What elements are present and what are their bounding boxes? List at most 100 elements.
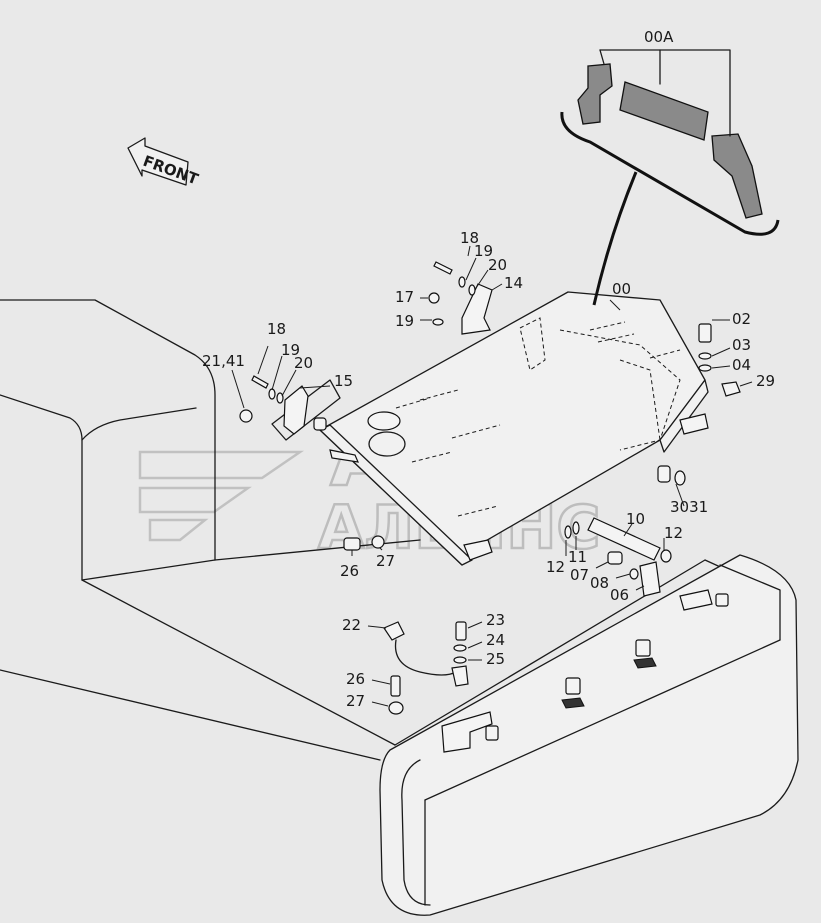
seal-foam-center (619, 81, 709, 141)
callout-18-upper: 18 (460, 229, 479, 247)
seal-bracket-left (599, 49, 605, 65)
callout-27-lower: 27 (346, 692, 365, 710)
callout-10: 10 (626, 510, 645, 528)
right-hardware (564, 323, 741, 597)
bracket-06 (639, 561, 661, 597)
counterweight-corner (719, 564, 781, 641)
deck-fittings (441, 589, 729, 753)
washer-03 (698, 352, 712, 360)
pin-11 (564, 525, 572, 539)
callout-11: 11 (568, 548, 587, 566)
callout-17: 17 (395, 288, 414, 306)
callout-29: 29 (756, 372, 775, 390)
callout-19-upper: 19 (474, 242, 493, 260)
callout-21-41: 21,41 (202, 352, 245, 370)
washer-27-lower (388, 701, 404, 715)
callout-12-right: 12 (664, 524, 683, 542)
louvre-3 (451, 424, 501, 439)
lanyard-22-end (383, 621, 405, 641)
louvre-5 (589, 321, 626, 331)
watermark-logo (138, 450, 305, 542)
callout-24: 24 (486, 631, 505, 649)
hinge-bracket-15 (283, 385, 309, 435)
callout-20-left: 20 (294, 354, 313, 372)
bolt-17 (428, 292, 440, 304)
deck-block-right (679, 589, 713, 611)
callout-20-upper: 20 (488, 256, 507, 274)
stopper-29 (721, 381, 741, 397)
washer-20-left (276, 392, 284, 404)
callout-22: 22 (342, 616, 361, 634)
hood-handle-left (329, 449, 359, 463)
callout-03: 03 (732, 336, 751, 354)
hood-opening (367, 411, 401, 431)
callout-08: 08 (590, 574, 609, 592)
leader-lines (231, 245, 753, 707)
seal-group-bracket (560, 111, 780, 236)
callout-12-left: 12 (546, 558, 565, 576)
counterweight-left-curve (401, 759, 431, 906)
callout-00: 00 (612, 280, 631, 298)
clip-12-right (660, 549, 672, 563)
callout-14: 14 (504, 274, 523, 292)
callout-06: 06 (610, 586, 629, 604)
callout-23: 23 (486, 611, 505, 629)
bolt-18-upper (433, 261, 453, 275)
louvre-1 (395, 397, 431, 409)
callout-26-lower: 26 (346, 670, 365, 688)
gas-spring-10 (587, 517, 661, 561)
deck-pad-2 (561, 697, 585, 709)
hinge-assembly-15 (239, 375, 341, 441)
bolt-02 (698, 323, 712, 343)
front-arrow-shape (127, 137, 189, 186)
callout-04: 04 (732, 356, 751, 374)
deck-post-4 (715, 593, 729, 607)
hood-hinge-bottom (463, 539, 493, 561)
clip-12-left (572, 521, 580, 535)
callout-18-left: 18 (267, 320, 286, 338)
cab-inner-edge (0, 394, 83, 581)
deck-rear-edge (214, 539, 421, 561)
callout-27-upper: 27 (376, 552, 395, 570)
callout-26-upper: 26 (340, 562, 359, 580)
washer-24 (453, 644, 467, 652)
callout-19-left: 19 (281, 341, 300, 359)
counterweight-body (379, 554, 799, 916)
callout-25: 25 (486, 650, 505, 668)
bolt-18-left (251, 375, 269, 389)
cab-top-edge (81, 407, 197, 441)
hood-hidden-reinforcement-1 (519, 317, 546, 371)
callout-15: 15 (334, 372, 353, 390)
deck-pad-1 (633, 657, 657, 669)
lower-hardware (383, 621, 469, 715)
callout-07: 07 (570, 566, 589, 584)
hood-front-edge (319, 424, 473, 566)
washer-19-lower (432, 318, 444, 326)
lanyard-bracket (451, 665, 469, 687)
hinge-nut-15 (313, 417, 327, 431)
bolt-21-41 (239, 409, 253, 423)
frame-lower-edge (0, 669, 381, 761)
deck-post-1 (635, 639, 651, 657)
washer-25 (453, 656, 467, 664)
deck-front-edge (81, 579, 396, 746)
washer-19-upper (458, 276, 466, 288)
bolt-07 (607, 551, 623, 565)
hinge-assembly-14 (428, 261, 493, 335)
seal-foam-left (577, 63, 613, 125)
front-direction-arrow: FRONT (127, 137, 201, 189)
lanyard-22-wire (394, 639, 457, 676)
bolt-23 (455, 621, 467, 641)
louvre-7 (649, 349, 681, 359)
callout-30-31: 3031 (670, 498, 708, 516)
seal-kit-00a (560, 49, 780, 306)
hinge-bracket-14 (461, 283, 493, 335)
counterweight (379, 554, 799, 916)
hood-hidden-reinforcement-3 (619, 359, 661, 441)
seal-group-leader (592, 171, 638, 306)
hood-hidden-reinforcement-2 (559, 329, 681, 451)
seal-foam-right (711, 133, 763, 219)
cushion-30 (657, 465, 671, 483)
